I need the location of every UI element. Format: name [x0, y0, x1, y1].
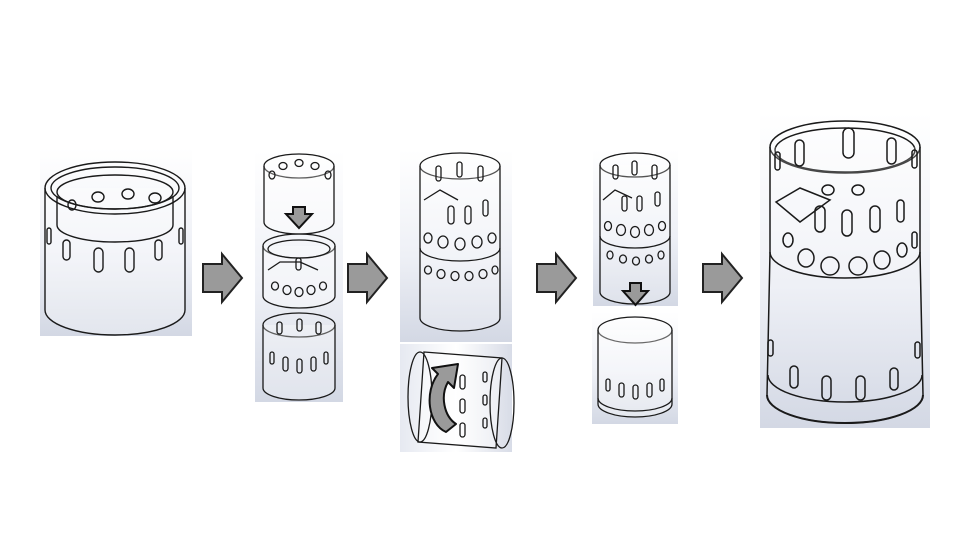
stage-2-rings	[255, 150, 343, 402]
stage-1-cylinder	[40, 148, 192, 336]
down-arrow-icon	[620, 282, 651, 307]
bottom-ring	[262, 312, 336, 401]
middle-ring	[262, 233, 336, 309]
rotate-arrow-icon	[428, 363, 459, 433]
right-arrow-icon	[202, 251, 244, 305]
rotated-sleeve	[400, 344, 515, 452]
stage-3-panel	[400, 150, 512, 342]
right-arrow-icon	[536, 251, 578, 305]
down-arrow-icon	[283, 206, 315, 230]
stage-4-panel	[593, 150, 678, 306]
right-arrow-icon	[702, 251, 744, 305]
base-cylinder	[592, 312, 678, 424]
stage-5-final-assembly	[760, 112, 930, 428]
stage-3-assembly	[400, 150, 515, 452]
right-arrow-icon	[347, 251, 389, 305]
stage-4-assembly	[592, 150, 678, 424]
